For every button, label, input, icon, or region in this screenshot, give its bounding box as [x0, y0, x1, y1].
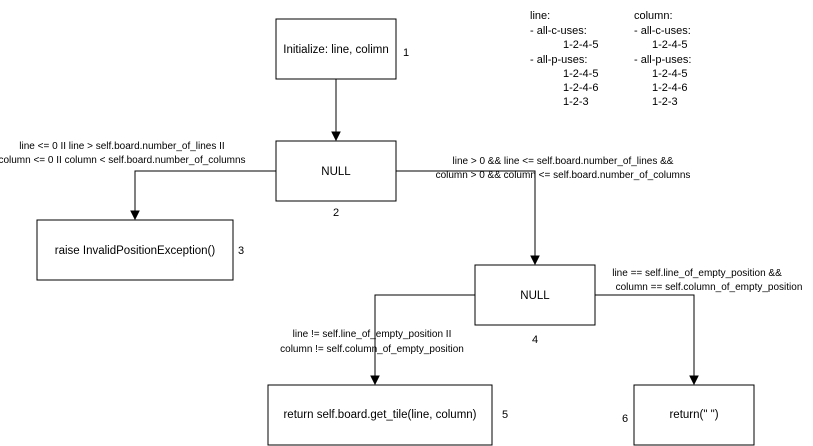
legend-column-p-use: 1-2-3	[652, 96, 678, 108]
node-6: return(" ") 6	[622, 384, 755, 446]
node-3: raise InvalidPositionException() 3	[36, 219, 244, 281]
node-number: 1	[403, 47, 409, 59]
legend-line-p-use: 1-2-4-5	[563, 68, 598, 80]
edge-label-4-to-5: line != self.line_of_empty_position II c…	[280, 329, 464, 355]
node-box	[36, 219, 234, 281]
edge-condition-line: column == self.column_of_empty_position	[616, 282, 803, 293]
edge-condition-line: line == self.line_of_empty_position &&	[612, 268, 782, 279]
edge-condition-line: line > 0 && line <= self.board.number_of…	[453, 156, 674, 167]
edge-condition-line: column <= 0 II column < self.board.numbe…	[0, 155, 246, 166]
edge-line	[134, 170, 276, 213]
edge-label-2-to-4: line > 0 && line <= self.board.number_of…	[436, 156, 691, 181]
node-box	[633, 384, 755, 446]
legend-line-c-use: 1-2-4-5	[563, 39, 598, 51]
arrowhead	[689, 375, 699, 386]
legend-column-p-use: 1-2-4-5	[652, 68, 687, 80]
edge-condition-line: line <= 0 II line > self.board.number_of…	[19, 141, 224, 152]
legend-line-p-use: 1-2-3	[563, 96, 589, 108]
legend-line: line: - all-c-uses: 1-2-4-5 - all-p-uses…	[530, 10, 598, 108]
edge-condition-line: line != self.line_of_empty_position II	[293, 329, 452, 340]
node-1: Initialize: line, colimn 1	[275, 18, 409, 80]
edge-line	[374, 294, 475, 378]
edge-2-to-3	[130, 170, 276, 221]
edge-condition-line: column != self.column_of_empty_position	[280, 344, 464, 355]
edge-line	[396, 170, 536, 258]
node-box	[275, 18, 397, 80]
legend-line-c-uses-label: - all-c-uses:	[530, 25, 587, 37]
node-number: 2	[333, 207, 339, 219]
node-number: 6	[622, 413, 628, 425]
node-label: NULL	[520, 290, 550, 302]
node-label: Initialize: line, colimn	[283, 44, 388, 56]
edge-4-to-5	[370, 294, 475, 386]
node-2: NULL 2	[275, 140, 397, 219]
node-number: 4	[532, 334, 538, 346]
legend-column-c-use: 1-2-4-5	[652, 39, 687, 51]
legend-column-p-use: 1-2-4-6	[652, 82, 687, 94]
node-box	[267, 384, 493, 446]
arrowhead	[530, 255, 540, 266]
edge-2-to-4	[396, 170, 540, 266]
edge-condition-line: column > 0 && column <= self.board.numbe…	[436, 170, 691, 181]
legend-line-title: line:	[530, 10, 550, 22]
arrowhead	[370, 375, 380, 386]
node-box	[474, 264, 596, 326]
edge-line	[595, 294, 695, 378]
node-number: 5	[502, 409, 508, 421]
legend-column-c-uses-label: - all-c-uses:	[634, 25, 691, 37]
node-label: return self.board.get_tile(line, column)	[283, 409, 476, 421]
node-box	[275, 140, 397, 202]
legend-column: column: - all-c-uses: 1-2-4-5 - all-p-us…	[634, 10, 691, 108]
node-label: raise InvalidPositionException()	[55, 245, 216, 257]
node-4: NULL 4	[474, 264, 596, 346]
node-label: return(" ")	[669, 409, 718, 421]
arrowhead	[130, 210, 140, 221]
edge-4-to-6	[595, 294, 699, 386]
arrowhead	[331, 131, 341, 142]
edge-label-4-to-6: line == self.line_of_empty_position && c…	[612, 268, 802, 293]
legend-line-p-uses-label: - all-p-uses:	[530, 54, 587, 66]
node-label: NULL	[321, 166, 351, 178]
node-number: 3	[238, 245, 244, 257]
legend-column-title: column:	[634, 10, 673, 22]
legend-line-p-use: 1-2-4-6	[563, 82, 598, 94]
edge-label-2-to-3: line <= 0 II line > self.board.number_of…	[0, 141, 246, 166]
node-5: return self.board.get_tile(line, column)…	[267, 384, 508, 446]
edge-1-to-2	[331, 79, 341, 142]
legend-column-p-uses-label: - all-p-uses:	[634, 54, 691, 66]
